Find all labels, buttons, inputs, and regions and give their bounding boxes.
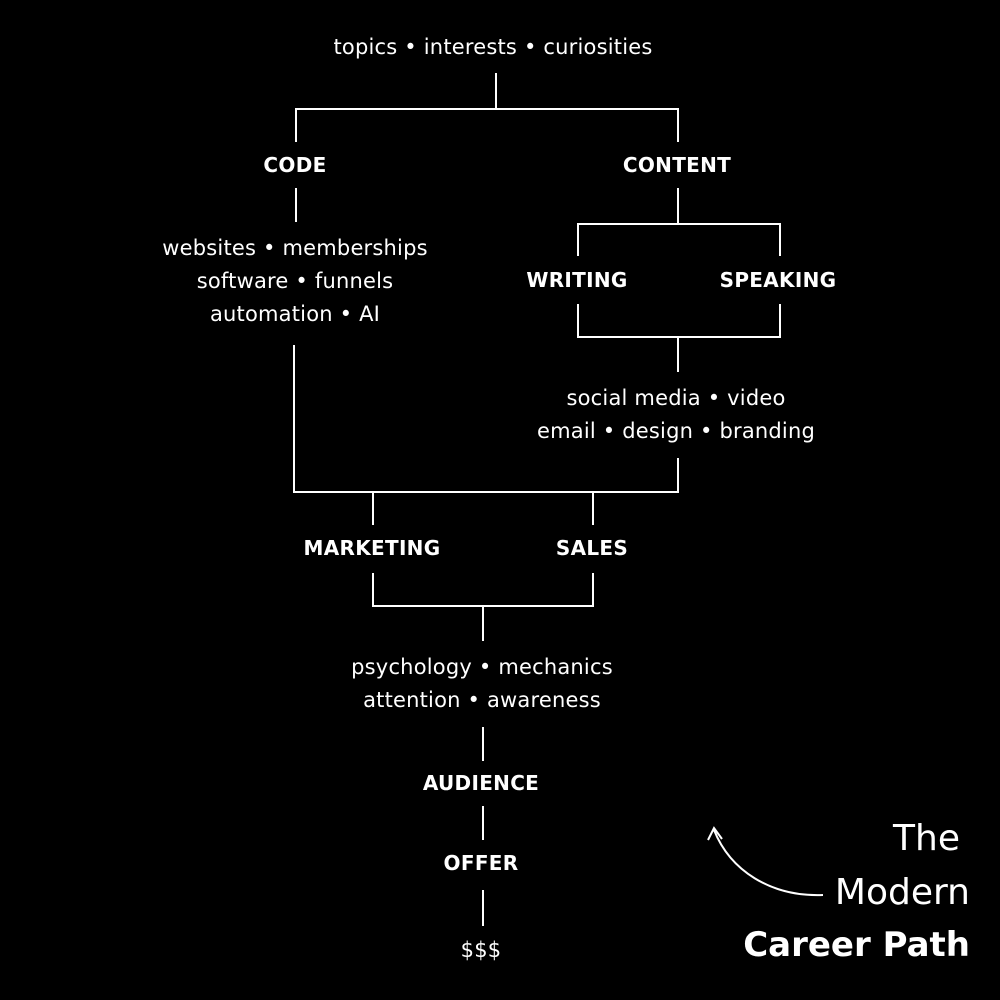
title-line-the: The bbox=[893, 818, 960, 859]
content-detail-line: email • design • branding bbox=[537, 419, 815, 443]
content-details: social media • video email • design • br… bbox=[537, 382, 815, 448]
merge-detail-line: attention • awareness bbox=[363, 688, 601, 712]
sales-heading: SALES bbox=[555, 536, 629, 560]
audience-heading: AUDIENCE bbox=[422, 771, 540, 795]
root-split-line bbox=[295, 108, 679, 142]
writing-heading: WRITING bbox=[526, 268, 628, 292]
title-line-career-path: Career Path bbox=[743, 925, 970, 965]
code-heading: CODE bbox=[263, 153, 327, 177]
marketing-heading: MARKETING bbox=[303, 536, 441, 560]
code-detail-line: automation • AI bbox=[209, 302, 381, 326]
marketing-sales-join-line bbox=[372, 573, 594, 607]
money-label: $$$ bbox=[460, 938, 502, 962]
title-line-modern: Modern bbox=[834, 872, 970, 913]
root-topics-label: topics • interests • curiosities bbox=[333, 35, 653, 59]
content-heading: CONTENT bbox=[622, 153, 732, 177]
offer-heading: OFFER bbox=[443, 851, 519, 875]
curved-arrow bbox=[713, 829, 824, 897]
merge-details: psychology • mechanics attention • aware… bbox=[351, 651, 613, 717]
content-detail-line: social media • video bbox=[566, 386, 786, 410]
content-join-line bbox=[577, 304, 781, 338]
arrow-head bbox=[707, 826, 723, 841]
content-split-line bbox=[577, 223, 781, 256]
speaking-heading: SPEAKING bbox=[719, 268, 837, 292]
merge-detail-line: psychology • mechanics bbox=[351, 655, 613, 679]
code-detail-line: websites • memberships bbox=[162, 236, 428, 260]
code-detail-line: software • funnels bbox=[196, 269, 394, 293]
code-details: websites • memberships software • funnel… bbox=[162, 232, 428, 331]
code-merge-line bbox=[293, 345, 679, 493]
